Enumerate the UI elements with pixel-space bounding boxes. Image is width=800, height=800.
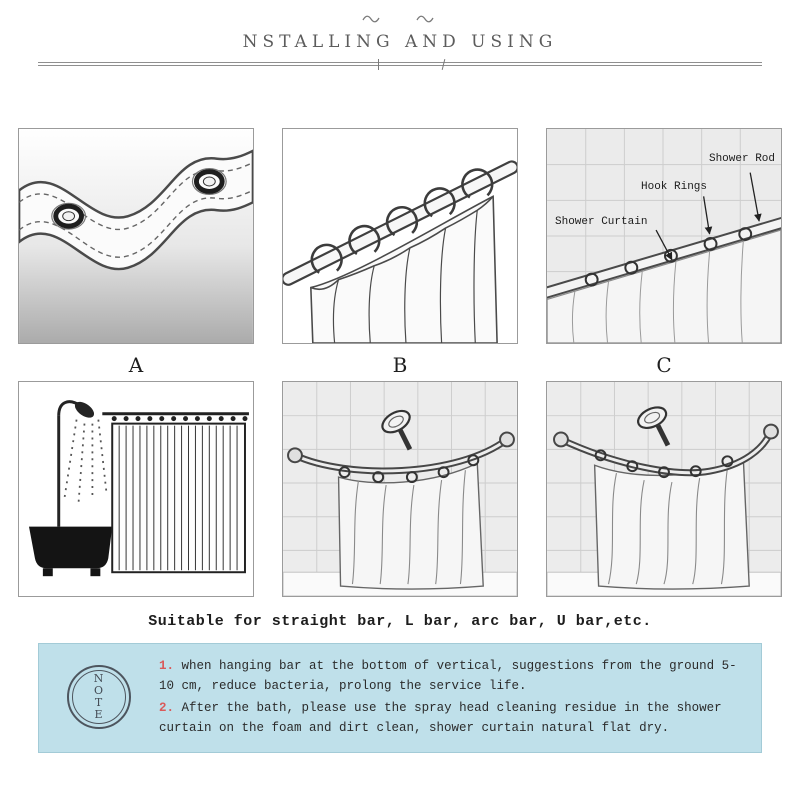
note-item-1-number: 1. bbox=[159, 659, 175, 673]
panel-labeled-parts: Shower Rod Hook Rings Shower Curtain bbox=[546, 128, 782, 344]
curtain-rings bbox=[594, 449, 734, 479]
label-shower-rod: Shower Rod bbox=[708, 153, 775, 165]
curtain bbox=[337, 462, 484, 590]
note-stamp-letter: E bbox=[94, 707, 104, 721]
hook-rings bbox=[584, 227, 753, 287]
note-item-1-text: when hanging bar at the bottom of vertic… bbox=[159, 659, 737, 693]
note-item-1: 1. when hanging bar at the bottom of ver… bbox=[159, 656, 743, 696]
note-item-2-text: After the bath, please use the spray hea… bbox=[159, 701, 722, 735]
note-stamp: N O T E bbox=[67, 665, 131, 729]
annotation-arrows bbox=[655, 172, 762, 261]
arc-bar-illustration bbox=[283, 382, 517, 596]
panel-row-1: Shower Rod Hook Rings Shower Curtain bbox=[0, 128, 800, 344]
hooks-rod-illustration bbox=[283, 129, 517, 343]
label-hook-rings: Hook Rings bbox=[641, 181, 708, 193]
panel-hooks-on-rod bbox=[282, 128, 518, 344]
panel-row-2 bbox=[0, 381, 800, 597]
label-shower-curtain: Shower Curtain bbox=[555, 216, 648, 228]
header: NSTALLING AND USING bbox=[0, 0, 800, 70]
note-item-2-number: 2. bbox=[159, 701, 175, 715]
curtain-rings bbox=[338, 454, 480, 484]
shower-head bbox=[381, 409, 413, 451]
panel-label-a: A bbox=[128, 353, 144, 377]
bathtub bbox=[29, 526, 113, 577]
curtain-rings bbox=[111, 416, 248, 422]
header-ornament-squiggle-icon bbox=[0, 12, 800, 30]
note-stamp-letter: T bbox=[94, 696, 104, 709]
note-stamp-letter: O bbox=[93, 684, 105, 698]
l-bar-illustration bbox=[547, 382, 781, 596]
panel-letter-labels: A B C bbox=[0, 353, 800, 377]
curtain bbox=[547, 229, 781, 343]
grommet-left bbox=[51, 202, 87, 230]
panel-bathtub-scene bbox=[18, 381, 254, 597]
striped-curtain bbox=[111, 422, 246, 574]
header-divider bbox=[38, 59, 762, 70]
shower-rod bbox=[547, 216, 781, 300]
panel-l-bar bbox=[546, 381, 782, 597]
panel-curtain-grommets bbox=[18, 128, 254, 344]
labeled-parts-illustration bbox=[547, 129, 781, 343]
curtain-folds bbox=[310, 195, 498, 343]
panel-arc-bar bbox=[282, 381, 518, 597]
bathtub-illustration bbox=[19, 382, 253, 596]
curtain bbox=[593, 456, 750, 590]
curtain-grommet-illustration bbox=[19, 129, 253, 343]
grommet-right bbox=[191, 168, 227, 195]
note-stamp-letter: N bbox=[93, 672, 105, 686]
shower-rod bbox=[287, 431, 515, 475]
note-item-2: 2. After the bath, please use the spray … bbox=[159, 698, 743, 738]
panel-label-b: B bbox=[392, 353, 408, 377]
water-spray bbox=[63, 419, 108, 503]
panel-label-c: C bbox=[656, 353, 672, 377]
note-box: N O T E 1. when hanging bar at the botto… bbox=[38, 643, 762, 753]
note-text: 1. when hanging bar at the bottom of ver… bbox=[159, 654, 743, 740]
page-title: NSTALLING AND USING bbox=[242, 32, 558, 52]
shower-head bbox=[74, 401, 95, 418]
suitability-caption: Suitable for straight bar, L bar, arc ba… bbox=[148, 613, 652, 630]
shower-head bbox=[637, 406, 671, 447]
